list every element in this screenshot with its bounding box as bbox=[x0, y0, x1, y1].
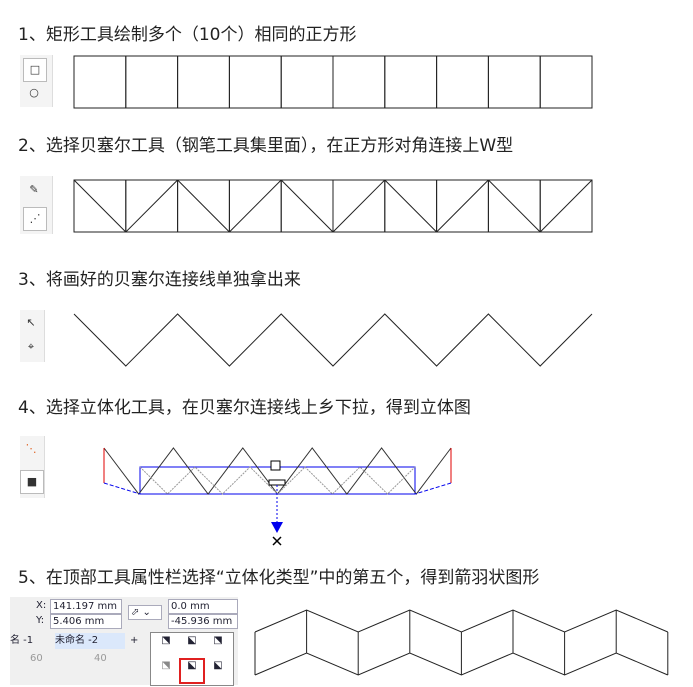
square bbox=[384, 55, 438, 109]
step-1-title: 1、矩形工具绘制多个（10个）相同的正方形 bbox=[18, 25, 357, 45]
guide bbox=[414, 482, 452, 495]
extrusion-type-5-selected[interactable]: ⬕ bbox=[179, 658, 205, 684]
square bbox=[228, 55, 282, 109]
step-5-title: 5、在顶部工具属性栏选择“立体化类型”中的第五个，得到箭羽状图形 bbox=[18, 568, 540, 588]
y-label: Y: bbox=[36, 615, 45, 626]
extrusion-type-2[interactable]: ⬕ bbox=[187, 635, 197, 646]
step-4-title: 4、选择立体化工具，在贝塞尔连接线上乡下拉，得到立体图 bbox=[18, 398, 471, 418]
front-zigzag bbox=[103, 447, 452, 495]
property-bar-screenshot: X: 141.197 mm Y: 5.406 mm ⬀ ⌄ 0.0 mm -45… bbox=[10, 597, 238, 686]
x-label: X: bbox=[36, 600, 47, 611]
diagonal bbox=[332, 179, 386, 233]
extrusion-type-dropdown[interactable]: ⬀ ⌄ bbox=[128, 605, 162, 620]
guide bbox=[103, 482, 141, 495]
ruler-label: 40 bbox=[94, 653, 107, 664]
squares-row bbox=[73, 55, 593, 109]
toolbox-extrude: ⋱ ■ bbox=[20, 436, 45, 498]
square bbox=[487, 55, 541, 109]
diagonal bbox=[436, 179, 489, 233]
ellipse-tool-icon[interactable]: ○ bbox=[29, 86, 39, 99]
ruler-label: 60 bbox=[30, 653, 43, 664]
diagonal bbox=[177, 179, 230, 233]
step-3-title: 3、将画好的贝塞尔连接线单独拿出来 bbox=[18, 270, 301, 290]
depth-field-2[interactable]: -45.936 mm bbox=[168, 614, 238, 629]
shape-tool-icon[interactable]: ⌖ bbox=[27, 340, 35, 353]
top-edge bbox=[254, 609, 668, 633]
square bbox=[177, 55, 230, 109]
rectangle-tool-icon[interactable]: □ bbox=[23, 58, 47, 82]
extrusion-type-3[interactable]: ⬔ bbox=[213, 635, 223, 646]
node-tool-icon[interactable]: ⋰ bbox=[23, 207, 47, 231]
tab-doc-2[interactable]: 未命名 -2 bbox=[55, 633, 125, 649]
toolbox-bezier: ✎ ⋰ bbox=[20, 176, 53, 234]
y-field[interactable]: 5.406 mm bbox=[50, 614, 122, 629]
x-field[interactable]: 141.197 mm bbox=[50, 599, 122, 614]
zigzag-line bbox=[73, 313, 593, 367]
depth-field-1[interactable]: 0.0 mm bbox=[168, 599, 238, 614]
square bbox=[73, 55, 127, 109]
toolbox-rect: □ ○ bbox=[20, 55, 53, 107]
tab-doc-1[interactable]: 名 -1 bbox=[10, 635, 34, 646]
squares-w-row bbox=[73, 179, 593, 233]
square bbox=[280, 55, 334, 109]
square bbox=[539, 55, 593, 109]
diagonal bbox=[384, 179, 437, 233]
extrude-tool-icon[interactable]: ■ bbox=[20, 470, 44, 494]
extrude-preview bbox=[103, 447, 452, 546]
diagonal bbox=[280, 179, 334, 233]
square bbox=[539, 179, 593, 233]
bezier-tool-icon[interactable]: ✎ bbox=[29, 183, 39, 196]
bottom-edge bbox=[254, 652, 668, 676]
square bbox=[125, 55, 179, 109]
vanishing-point-icon bbox=[272, 536, 282, 546]
tab-add[interactable]: + bbox=[130, 635, 139, 646]
extrusion-type-menu: ⬔ ⬕ ⬔ ⬔ ⬕ ⬕ bbox=[150, 632, 234, 686]
diagonal bbox=[539, 179, 593, 233]
diagonal bbox=[73, 179, 127, 233]
depth-slider bbox=[268, 479, 286, 486]
square bbox=[332, 55, 386, 109]
square bbox=[436, 55, 489, 109]
diagonal bbox=[229, 179, 282, 233]
step-2-title: 2、选择贝塞尔工具（钢笔工具集里面），在正方形对角连接上W型 bbox=[18, 136, 514, 156]
blend-tool-icon[interactable]: ⋱ bbox=[25, 442, 37, 455]
extrusion-type-4[interactable]: ⬔ bbox=[161, 660, 171, 671]
arrow-head-icon bbox=[271, 522, 283, 533]
vanishing-handle bbox=[270, 460, 281, 471]
pick-tool-icon[interactable]: ↖ bbox=[26, 316, 36, 329]
diagonal bbox=[488, 179, 541, 233]
extrusion-type-6[interactable]: ⬕ bbox=[213, 660, 223, 671]
toolbox-pick: ↖ ⌖ bbox=[20, 310, 45, 362]
diagonal bbox=[125, 179, 178, 233]
extrusion-type-1[interactable]: ⬔ bbox=[161, 635, 171, 646]
feather-shape bbox=[254, 609, 669, 676]
